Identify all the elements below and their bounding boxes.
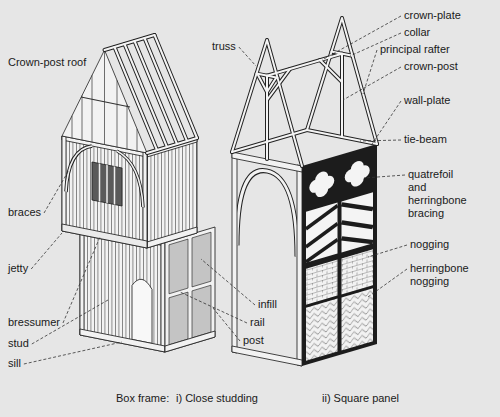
leader-line xyxy=(31,233,62,269)
ground-side-wall xyxy=(165,227,215,352)
leader-line xyxy=(63,237,100,323)
leader-line xyxy=(343,67,401,100)
part-label: braces xyxy=(8,206,41,219)
leader-line xyxy=(24,342,122,364)
leader-line xyxy=(360,140,401,141)
part-label: herringbone nogging xyxy=(410,262,474,288)
part-label: wall-plate xyxy=(404,94,450,107)
leader-line xyxy=(44,170,69,213)
title-label: Crown-post roof xyxy=(8,56,86,69)
part-label: stud xyxy=(8,337,29,350)
part-label: sill xyxy=(8,357,21,370)
part-label: crown-post xyxy=(404,60,458,73)
part-label: collar xyxy=(404,26,430,39)
upper-side-wall xyxy=(147,138,197,248)
part-label: crown-plate xyxy=(404,9,461,22)
part-label: jetty xyxy=(8,262,28,275)
leader-line xyxy=(368,269,407,297)
roof-frame xyxy=(105,18,378,166)
part-label: rail xyxy=(250,316,265,329)
caption-text: ii) Square panel xyxy=(322,392,399,405)
part-label: post xyxy=(243,334,264,347)
part-label: truss xyxy=(212,40,236,53)
part-label: nogging xyxy=(410,238,449,251)
caption-text: Box frame: xyxy=(116,392,169,405)
leader-line xyxy=(368,245,407,257)
leader-line xyxy=(180,292,247,323)
part-label: quatrefoil and herringbone bracing xyxy=(408,168,472,220)
leader-line xyxy=(201,259,255,305)
leader-line xyxy=(239,47,256,66)
square-panel-wall xyxy=(302,144,377,366)
part-label: bressumer xyxy=(8,316,60,329)
cross-frame xyxy=(232,152,302,366)
leader-line xyxy=(364,175,405,178)
leader-line xyxy=(213,308,240,341)
part-label: principal rafter xyxy=(380,43,450,56)
part-label: infill xyxy=(258,298,277,311)
caption-text: i) Close studding xyxy=(176,392,258,405)
part-label: tie-beam xyxy=(404,133,447,146)
upper-front-wall xyxy=(62,136,147,248)
